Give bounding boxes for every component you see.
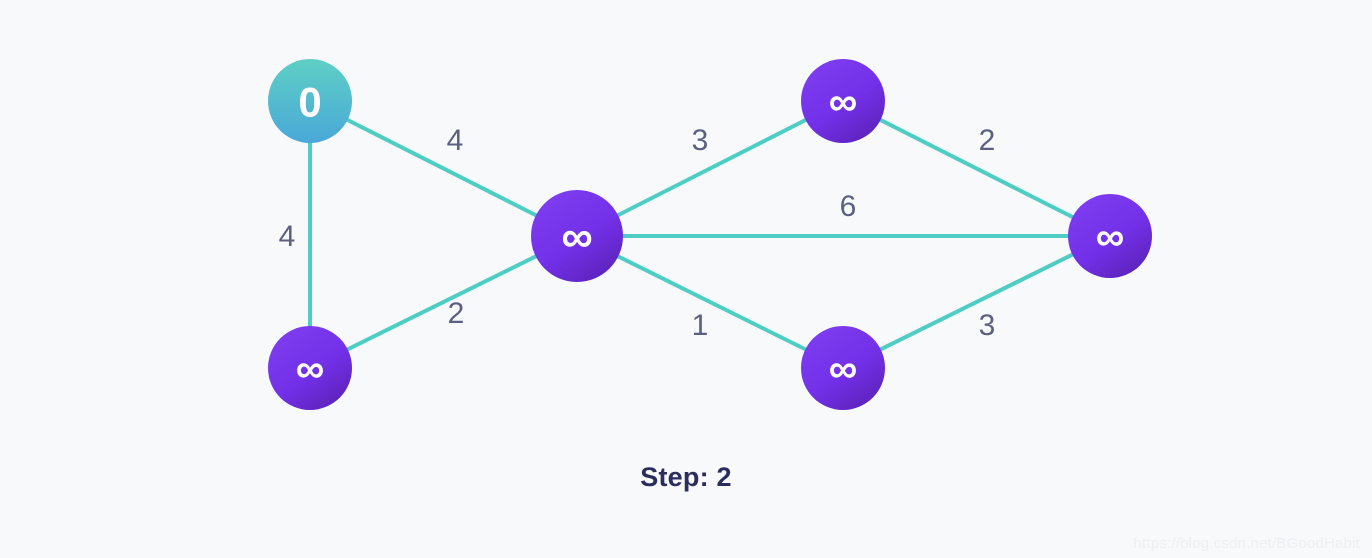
graph-node[interactable]: 0 [268,59,352,143]
edges-layer [308,99,1112,370]
node-circle[interactable] [268,326,352,410]
node-distance-label: ∞ [829,80,858,124]
node-distance-label: 0 [298,79,321,126]
nodes-layer: 0 ∞ ∞ ∞ ∞ ∞ [268,59,1152,410]
node-circle[interactable] [801,59,885,143]
node-distance-label: ∞ [1096,215,1125,259]
graph-edge [575,99,845,238]
graph-node[interactable]: ∞ [801,326,885,410]
edge-weight-label: 6 [840,190,857,223]
graph-edge [575,234,845,370]
graph-edge [308,234,579,370]
graph-edge [841,99,1112,238]
graph-node[interactable]: ∞ [801,59,885,143]
graph-node[interactable]: ∞ [268,326,352,410]
graph-node[interactable]: ∞ [531,190,623,282]
edge-weight-label: 1 [692,309,709,342]
edge-weight-label: 3 [692,124,709,157]
node-circle[interactable] [268,59,352,143]
edge-weight-label: 2 [979,124,996,157]
edge-weight-label: 4 [447,124,464,157]
node-circle[interactable] [531,190,623,282]
edge-weight-label: 4 [279,220,296,253]
edge-weight-label: 2 [448,297,465,330]
graph-edge [841,234,1112,370]
node-circle[interactable] [1068,194,1152,278]
node-distance-label: ∞ [561,213,592,262]
step-caption: Step: 2 [640,462,732,492]
edge-weight-label: 3 [979,309,996,342]
edge-labels-layer: 4 4 2 3 6 1 2 3 [279,124,996,342]
watermark: https://blog.csdn.net/BGoodHabit [1133,535,1360,552]
node-distance-label: ∞ [829,347,858,391]
node-distance-label: ∞ [296,347,325,391]
graph-edge [308,99,579,238]
node-circle[interactable] [801,326,885,410]
graph-node[interactable]: ∞ [1068,194,1152,278]
